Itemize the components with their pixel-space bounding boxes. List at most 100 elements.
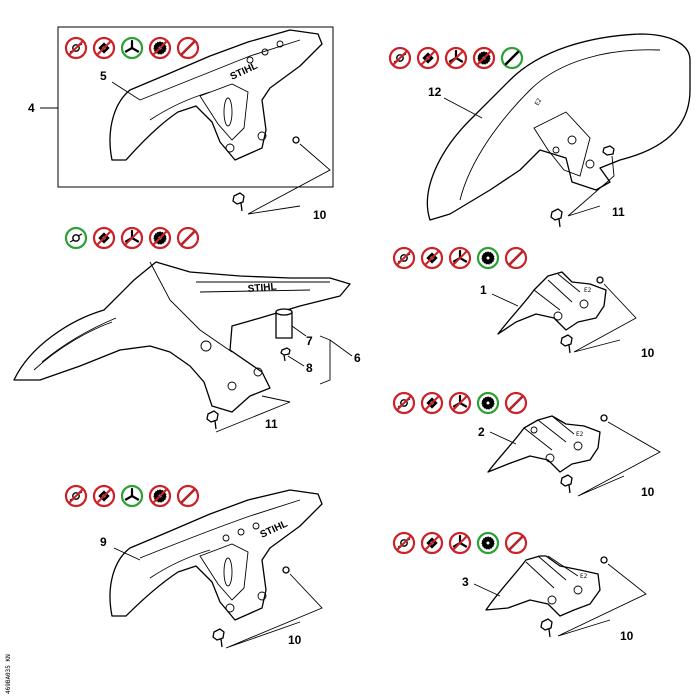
guard-rib <box>196 281 330 293</box>
guard-ridge <box>149 549 211 579</box>
part-label-9: 9 <box>100 535 107 549</box>
deflector-guard <box>109 489 323 621</box>
leader-11 <box>567 155 615 217</box>
leader-12 <box>443 97 483 119</box>
two-blade-icon-forbidden <box>176 484 200 508</box>
guard-3-group: E2 3 10 <box>462 555 647 643</box>
leader-11 <box>215 395 291 433</box>
trimmer-head-icon-forbidden <box>392 531 416 555</box>
guard-ridge <box>139 499 301 559</box>
guard-assembly-middle: STIHL 7 8 6 11 <box>13 261 361 433</box>
polycut-icon-forbidden <box>92 226 116 250</box>
part-label-11: 11 <box>612 205 625 219</box>
mold-mark: E2 <box>534 97 544 107</box>
guard-mount <box>199 543 249 601</box>
part-label-8: 8 <box>306 361 313 375</box>
leader-9 <box>113 547 141 561</box>
leader-10 <box>573 283 637 353</box>
nut <box>600 414 608 422</box>
part-label-2: 2 <box>478 425 485 439</box>
circular-saw-blade-icon-forbidden <box>148 36 172 60</box>
deflector-guard <box>13 261 351 413</box>
deflector-guard <box>497 271 607 335</box>
mount-hole <box>585 159 595 169</box>
part-label-3: 3 <box>462 575 469 589</box>
three-blade-icon-allowed <box>120 36 144 60</box>
leader-10 <box>225 573 323 649</box>
part-label-10: 10 <box>620 629 634 643</box>
part-label-12: 12 <box>428 85 442 99</box>
rib-hole <box>222 534 230 542</box>
polycut-icon-forbidden <box>420 391 444 415</box>
part-label-10: 10 <box>288 633 302 647</box>
part-label-1: 1 <box>480 283 487 297</box>
nut <box>292 136 300 144</box>
part-label-7: 7 <box>306 334 313 348</box>
circular-saw-blade-icon-allowed <box>476 391 500 415</box>
two-blade-icon-forbidden <box>504 246 528 270</box>
bracket-6 <box>319 335 331 385</box>
guard-ridge <box>149 261 233 353</box>
polycut-icon-forbidden <box>420 531 444 555</box>
trimmer-head-icon-forbidden <box>64 36 88 60</box>
leader-10 <box>557 563 647 637</box>
mount-hole <box>545 453 555 463</box>
three-blade-icon-forbidden <box>448 391 472 415</box>
screw <box>550 208 563 228</box>
part-label-10: 10 <box>313 208 327 222</box>
screw <box>560 334 573 354</box>
screw <box>540 618 553 638</box>
icon-row-guard-b <box>388 46 524 70</box>
circular-saw-blade-icon-allowed <box>476 531 500 555</box>
three-blade-icon-forbidden <box>448 246 472 270</box>
guard-mount <box>533 111 591 177</box>
icon-row-guard-a <box>64 36 200 60</box>
guard-mount <box>199 83 249 141</box>
leader-6 <box>329 339 353 357</box>
guard-rib <box>533 273 581 311</box>
icon-row-guard-g <box>392 531 528 555</box>
image-code: 469BA035 KN <box>5 654 12 694</box>
guard-ridge <box>139 39 301 101</box>
mount-hole <box>573 585 583 595</box>
circular-saw-blade-icon-forbidden <box>472 46 496 70</box>
screw <box>560 474 573 494</box>
three-blade-icon-forbidden <box>120 226 144 250</box>
guard-ridge <box>149 91 211 121</box>
deflector-guard <box>426 33 691 221</box>
guard-slot <box>223 557 233 587</box>
mount-hole <box>257 131 267 141</box>
guard-1-group: E2 1 10 <box>480 271 655 360</box>
rib-hole <box>237 528 245 536</box>
deflector-guard <box>485 555 601 617</box>
trimmer-head-icon-forbidden <box>388 46 412 70</box>
nut <box>600 556 608 564</box>
guard-ridge <box>41 317 117 363</box>
leader-5 <box>111 81 141 101</box>
icon-row-guard-c <box>64 226 200 250</box>
two-blade-icon-allowed <box>500 46 524 70</box>
leader-3 <box>473 583 501 597</box>
circular-saw-blade-icon-forbidden <box>148 226 172 250</box>
mount-hole <box>547 595 557 605</box>
circular-saw-blade-icon-forbidden <box>148 484 172 508</box>
mount-hole <box>200 340 212 352</box>
two-blade-icon-forbidden <box>176 36 200 60</box>
three-blade-icon-forbidden <box>444 46 468 70</box>
guard-2-group: E2 2 10 <box>478 414 661 499</box>
brand-logo: STIHL <box>247 282 277 295</box>
rib-hole <box>252 522 260 530</box>
leader-2 <box>489 431 517 445</box>
guard-ridge <box>33 321 113 371</box>
trimmer-head-icon-forbidden <box>392 391 416 415</box>
mount-hole <box>579 299 589 309</box>
rib-hole <box>261 48 269 56</box>
trimmer-head-icon-forbidden <box>392 246 416 270</box>
mount-hole <box>553 311 563 321</box>
part-label-10: 10 <box>641 485 655 499</box>
mold-mark: E2 <box>576 431 584 438</box>
deflector-guard <box>109 29 323 161</box>
polycut-icon-forbidden <box>420 246 444 270</box>
kit-frame <box>57 26 334 188</box>
icon-row-guard-f <box>64 484 200 508</box>
